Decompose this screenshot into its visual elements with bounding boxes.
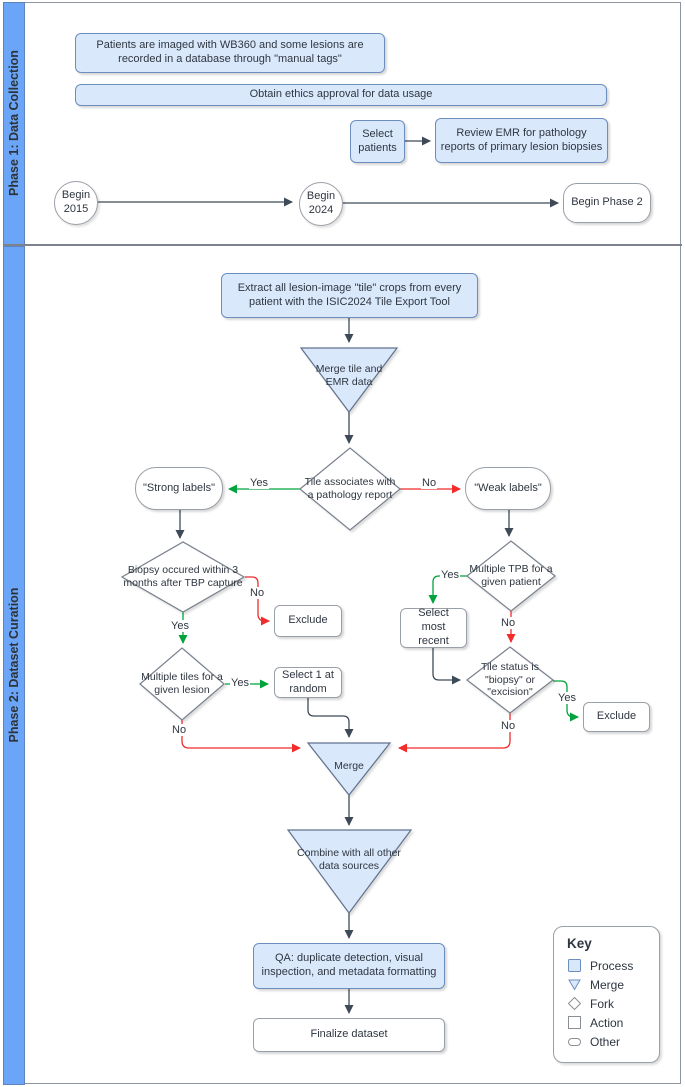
- legend-label: Action: [590, 1015, 624, 1030]
- node-begin-phase-2: Begin Phase 2: [563, 183, 651, 223]
- other-pill-icon: [568, 1038, 581, 1046]
- node-begin-2024: Begin 2024: [299, 182, 343, 226]
- label-no-tpb: No: [500, 617, 517, 629]
- node-select-1-random: Select 1 at random: [274, 667, 342, 698]
- biopsy-3months-label: Biopsy occured within 3 months after TBP…: [123, 564, 243, 589]
- node-extract-tiles: Extract all lesion-image "tile" crops fr…: [221, 273, 478, 318]
- fork-diamond-icon: [567, 996, 582, 1011]
- combine-label: Combine with all other data sources: [297, 847, 401, 872]
- node-review-emr: Review EMR for pathology reports of prim…: [435, 118, 608, 163]
- label-no-tiles: No: [171, 724, 188, 736]
- node-ethics-approval: Obtain ethics approval for data usage: [75, 84, 607, 106]
- multiple-tiles-label: Multiple tiles for a given lesion: [141, 671, 223, 696]
- node-manual-tags: Patients are imaged with WB360 and some …: [75, 33, 385, 73]
- tile-associates-label: Tile associates with a pathology report: [304, 476, 396, 501]
- phase-divider-line: [3, 244, 682, 246]
- node-exclude-right: Exclude: [583, 702, 650, 732]
- process-square-icon: [568, 959, 581, 972]
- legend-label: Fork: [590, 996, 614, 1011]
- label-yes-tpb: Yes: [440, 569, 460, 581]
- label-yes-status: Yes: [557, 692, 577, 704]
- legend-row-merge: Merge: [567, 975, 659, 994]
- legend-label: Process: [590, 958, 634, 973]
- label-yes-biopsy: Yes: [170, 620, 190, 632]
- outer-border: [3, 2, 681, 1084]
- node-finalize-dataset: Finalize dataset: [253, 1018, 445, 1052]
- node-exclude-left: Exclude: [274, 605, 342, 637]
- label-no-status: No: [500, 720, 517, 732]
- legend-row-action: Action: [567, 1013, 659, 1032]
- merge-tile-emr-label: Merge tile and EMR data: [315, 363, 383, 388]
- legend-key: Key Process Merge Fork Action: [553, 926, 660, 1063]
- merge-label: Merge: [334, 759, 364, 772]
- multiple-tpb-label: Multiple TPB for a given patient: [469, 563, 553, 588]
- legend-row-other: Other: [567, 1032, 659, 1051]
- node-select-patients: Select patients: [350, 120, 405, 163]
- legend-title: Key: [567, 936, 592, 951]
- label-no-biopsy: No: [249, 587, 266, 599]
- phase1-label: Phase 1: Data Collection: [7, 50, 21, 196]
- action-square-icon: [568, 1016, 581, 1029]
- legend-label: Merge: [590, 977, 625, 992]
- merge-triangle-icon: [568, 979, 581, 991]
- legend-row-process: Process: [567, 956, 659, 975]
- node-select-most-recent: Select most recent: [400, 607, 467, 648]
- label-yes-tiles: Yes: [230, 677, 250, 689]
- legend-row-fork: Fork: [567, 994, 659, 1013]
- label-yes-strong: Yes: [249, 477, 269, 489]
- legend-label: Other: [590, 1034, 621, 1049]
- label-no-weak: No: [421, 477, 438, 489]
- node-qa: QA: duplicate detection, visual inspecti…: [253, 943, 445, 989]
- node-begin-2015: Begin 2015: [54, 181, 98, 225]
- tile-status-label: Tile status is "biopsy" or "excision": [481, 661, 539, 699]
- node-strong-labels: "Strong labels": [135, 467, 223, 510]
- phase2-label: Phase 2: Dataset Curation: [7, 587, 21, 743]
- node-weak-labels: "Weak labels": [465, 467, 551, 510]
- phase2-sidebar: [3, 246, 25, 1085]
